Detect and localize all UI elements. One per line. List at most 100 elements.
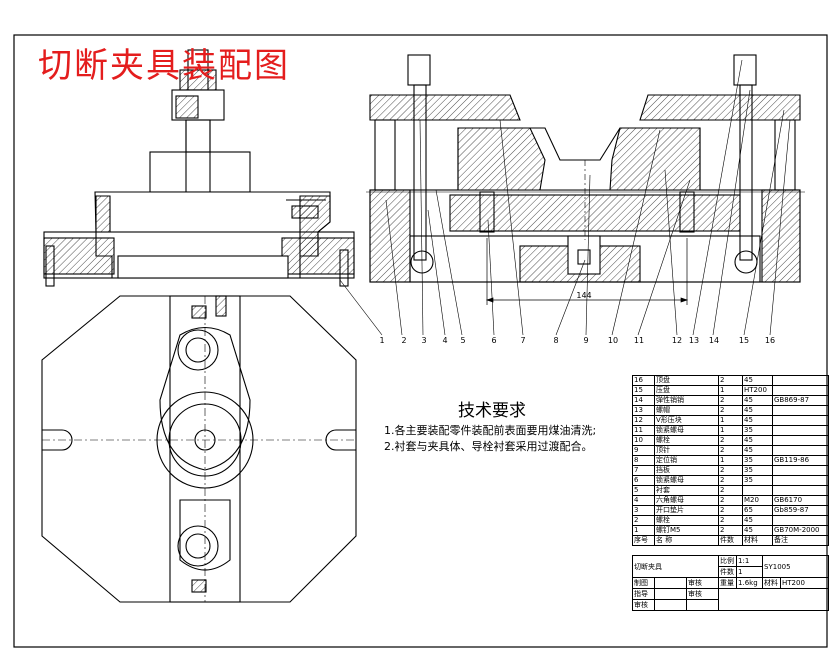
callout: 1 — [379, 336, 385, 345]
scale-value: 1:1 — [736, 555, 764, 567]
bom-cell: 2 — [718, 515, 743, 526]
bom-cell: 2 — [718, 395, 743, 406]
bom-cell: 7 — [632, 465, 655, 476]
bom-cell: 2 — [718, 485, 743, 496]
bom-cell: 45 — [742, 515, 773, 526]
bom-cell: 弹性销销 — [654, 395, 719, 406]
callout: 9 — [583, 336, 589, 345]
drawing-title: 切断夹具装配图 — [38, 46, 290, 86]
bom-cell: 2 — [718, 375, 743, 386]
bom-cell: 定位销 — [654, 455, 719, 466]
bom-cell: 14 — [632, 395, 655, 406]
bom-cell: 1 — [718, 455, 743, 466]
weight-value: 1.6kg — [736, 577, 764, 589]
bom-cell: 1 — [718, 385, 743, 396]
plan-view — [41, 295, 357, 603]
bom-cell: 4 — [632, 495, 655, 506]
bom-cell — [772, 445, 829, 456]
callout: 11 — [633, 336, 645, 345]
bom-cell: GB70M-2000 — [772, 525, 829, 536]
material-label: 材料 — [762, 577, 782, 589]
bom-cell: 2 — [632, 515, 655, 526]
bom-cell: 衬套 — [654, 485, 719, 496]
bom-cell: 13 — [632, 405, 655, 416]
bom-cell: 8 — [632, 455, 655, 466]
bom-cell: 10 — [632, 435, 655, 446]
check-label: 审核 — [685, 577, 720, 589]
bom-cell: 16 — [632, 375, 655, 386]
bom-cell: 件数 — [718, 535, 743, 546]
bom-cell: 2 — [718, 435, 743, 446]
callout: 6 — [491, 336, 497, 345]
bom-cell: GB869-87 — [772, 395, 829, 406]
bom-cell: 开口垫片 — [654, 505, 719, 516]
leader-lines — [339, 59, 791, 336]
callout: 3 — [421, 336, 427, 345]
bom-cell — [772, 465, 829, 476]
bom-cell: 35 — [742, 455, 773, 466]
bom-cell: 45 — [742, 525, 773, 536]
bom-cell: 45 — [742, 405, 773, 416]
bom-cell: 45 — [742, 375, 773, 386]
bom-cell: 1 — [632, 525, 655, 536]
material-value: HT200 — [780, 577, 830, 589]
bom-cell: 65 — [742, 505, 773, 516]
bom-cell: 螺栓 — [654, 435, 719, 446]
bom-cell: 2 — [718, 445, 743, 456]
bom-cell: 螺钉M5 — [654, 525, 719, 536]
callout: 8 — [553, 336, 559, 345]
bom-cell — [772, 415, 829, 426]
bom-cell: 2 — [718, 495, 743, 506]
drawing-number: SY1005 — [762, 555, 830, 578]
bom-cell: GB6170 — [772, 495, 829, 506]
tech-line-1: 1.各主要装配零件装配前表面要用煤油清洗; — [384, 424, 597, 437]
drawn-label: 制图 — [632, 577, 655, 589]
bom-cell — [772, 375, 829, 386]
bom-cell: 2 — [718, 525, 743, 536]
bom-cell: 1 — [718, 425, 743, 436]
bom-header-row: 序号名 称件数材料备注 — [632, 535, 829, 546]
callout: 4 — [442, 336, 448, 345]
qty-label: 件数 — [718, 566, 738, 578]
design-label: 指导 — [632, 588, 655, 600]
bom-cell: 材料 — [742, 535, 773, 546]
bom-cell: Gb859-87 — [772, 505, 829, 516]
bom-cell: 序号 — [632, 535, 655, 546]
bom-cell: 3 — [632, 505, 655, 516]
bom-cell: 挡板 — [654, 465, 719, 476]
bom-cell: 备注 — [772, 535, 829, 546]
bom-cell: 35 — [742, 425, 773, 436]
tech-heading: 技术要求 — [458, 401, 526, 421]
dimension-label: 144 — [576, 291, 592, 300]
tech-line-2: 2.衬套与夹具体、导栓衬套采用过渡配合。 — [384, 440, 593, 453]
callout: 16 — [764, 336, 776, 345]
bom-cell — [772, 385, 829, 396]
bom-cell: 顶针 — [654, 445, 719, 456]
bom-cell: 压盘 — [654, 385, 719, 396]
bom-cell: 45 — [742, 445, 773, 456]
bom-cell: 螺栓 — [654, 515, 719, 526]
bom-cell: 45 — [742, 395, 773, 406]
bom-cell: 11 — [632, 425, 655, 436]
bom-cell: 2 — [718, 465, 743, 476]
bom-cell: 45 — [742, 435, 773, 446]
bom-cell: 名 称 — [654, 535, 719, 546]
bom-cell: 5 — [632, 485, 655, 496]
bom-cell — [772, 515, 829, 526]
callout: 15 — [738, 336, 750, 345]
bom-cell: 锁紧螺母 — [654, 475, 719, 486]
bom-cell: GB119-86 — [772, 455, 829, 466]
